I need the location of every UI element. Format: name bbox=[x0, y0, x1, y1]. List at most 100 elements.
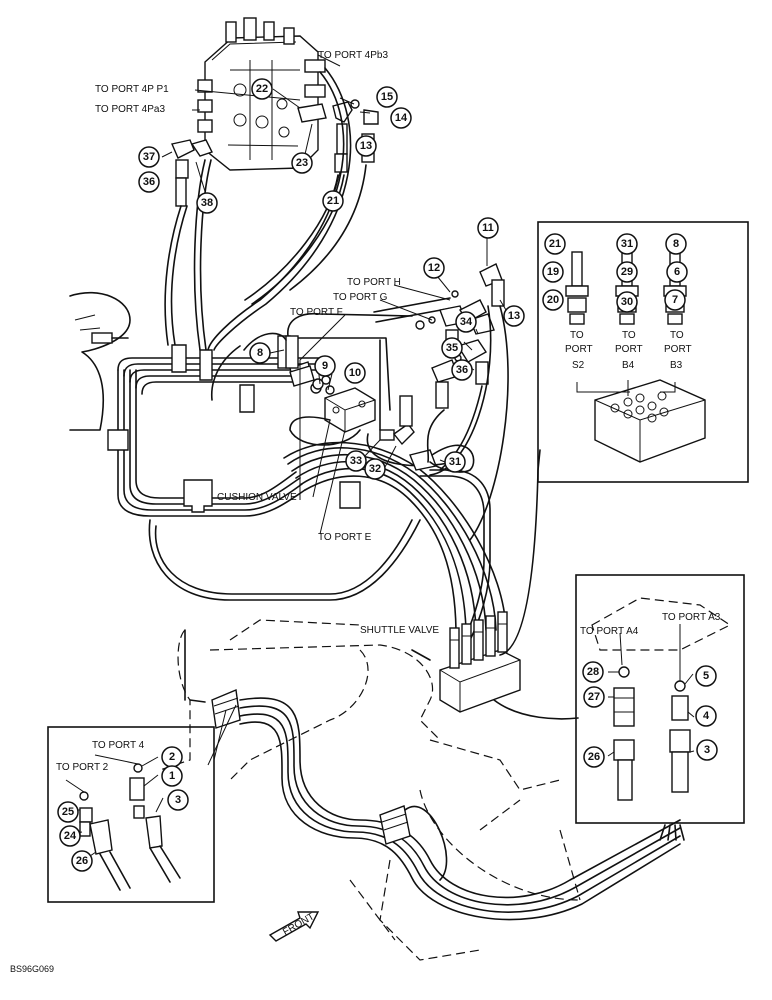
callout-25: 25 bbox=[57, 801, 79, 823]
upper-hoses bbox=[164, 67, 367, 351]
callout-number: 21 bbox=[549, 238, 561, 250]
callout-number: 34 bbox=[460, 316, 473, 328]
callout-10: 10 bbox=[344, 362, 366, 384]
callout-13: 13 bbox=[503, 305, 525, 327]
callout-number: 7 bbox=[672, 294, 678, 306]
callout-circle bbox=[167, 789, 189, 811]
callout-number: 14 bbox=[395, 112, 408, 124]
callout-circle bbox=[544, 233, 566, 255]
callout-circle bbox=[583, 686, 605, 708]
label-to-port-4pb3: TO PORT 4Pb3 bbox=[318, 50, 388, 61]
callout-number: 9 bbox=[322, 360, 328, 372]
callout-28: 28 bbox=[582, 661, 604, 683]
callout-circle bbox=[138, 146, 160, 168]
callout-circle bbox=[249, 342, 271, 364]
callout-circle bbox=[477, 217, 499, 239]
callout-number: 38 bbox=[201, 197, 213, 209]
callout-2: 2 bbox=[161, 746, 183, 768]
callout-35: 35 bbox=[441, 337, 463, 359]
callout-13: 13 bbox=[355, 135, 377, 157]
callout-3: 3 bbox=[696, 739, 718, 761]
callout-number: 13 bbox=[360, 140, 372, 152]
callout-8: 8 bbox=[665, 233, 687, 255]
callout-number: 11 bbox=[482, 222, 494, 234]
callout-circle bbox=[695, 665, 717, 687]
callout-number: 31 bbox=[621, 238, 633, 250]
callout-number: 25 bbox=[62, 806, 74, 818]
callout-1: 1 bbox=[161, 765, 183, 787]
callout-26: 26 bbox=[583, 746, 605, 768]
callout-circle bbox=[345, 450, 367, 472]
inset-to-1: TO bbox=[570, 330, 584, 341]
label-to-port-a3: TO PORT A3 bbox=[662, 612, 721, 623]
engine-outline bbox=[69, 291, 131, 431]
label-to-port-f: TO PORT F bbox=[290, 307, 343, 318]
callout-11: 11 bbox=[477, 217, 499, 239]
callout-number: 21 bbox=[327, 195, 339, 207]
callout-7: 7 bbox=[664, 289, 686, 311]
inset-port-2: PORT bbox=[615, 344, 643, 355]
callout-circle bbox=[161, 765, 183, 787]
callout-circle bbox=[138, 171, 160, 193]
drawing-code: BS96G069 bbox=[10, 964, 54, 974]
label-to-port-4: TO PORT 4 bbox=[92, 740, 145, 751]
callout-31: 31 bbox=[616, 233, 638, 255]
callout-20: 20 bbox=[542, 289, 564, 311]
label-to-port-2: TO PORT 2 bbox=[56, 762, 109, 773]
callout-26: 26 bbox=[71, 850, 93, 872]
callout-number: 20 bbox=[547, 294, 559, 306]
callout-circle bbox=[451, 359, 473, 381]
callout-number: 3 bbox=[175, 794, 181, 806]
callout-number: 36 bbox=[456, 364, 468, 376]
callout-4: 4 bbox=[695, 705, 717, 727]
callout-3: 3 bbox=[167, 789, 189, 811]
callout-number: 35 bbox=[446, 342, 458, 354]
callout-38: 38 bbox=[196, 192, 218, 214]
callout-circle bbox=[616, 261, 638, 283]
callout-circle bbox=[57, 801, 79, 823]
callout-circle bbox=[364, 458, 386, 480]
callout-number: 31 bbox=[449, 456, 461, 468]
clamps bbox=[107, 344, 361, 513]
callout-circle bbox=[423, 257, 445, 279]
text-labels: TO PORT 4Pb3 TO PORT 4P P1 TO PORT 4Pa3 … bbox=[10, 50, 721, 974]
callout-circle bbox=[59, 825, 81, 847]
callout-27: 27 bbox=[583, 686, 605, 708]
callout-number: 29 bbox=[621, 266, 633, 278]
label-to-port-4pp1: TO PORT 4P P1 bbox=[95, 84, 169, 95]
inset-port-b4: B4 bbox=[622, 360, 635, 371]
callout-number: 1 bbox=[169, 770, 175, 782]
callout-21: 21 bbox=[544, 233, 566, 255]
callout-number: 19 bbox=[547, 266, 559, 278]
callout-circle bbox=[441, 337, 463, 359]
callout-30: 30 bbox=[616, 291, 638, 313]
callout-circle bbox=[376, 86, 398, 108]
label-to-port-h: TO PORT H bbox=[347, 277, 401, 288]
inset-a3-a4 bbox=[575, 574, 745, 841]
callout-number: 2 bbox=[169, 751, 175, 763]
callout-circle bbox=[71, 850, 93, 872]
callout-5: 5 bbox=[695, 665, 717, 687]
cushion-valve bbox=[277, 312, 475, 473]
callout-14: 14 bbox=[390, 107, 412, 129]
shuttle-valve bbox=[411, 449, 579, 720]
callout-circle bbox=[291, 152, 313, 174]
callout-number: 12 bbox=[428, 262, 440, 274]
callout-15: 15 bbox=[376, 86, 398, 108]
inset-port-labels: TO PORT S2 TO PORT B4 TO PORT B3 bbox=[565, 330, 692, 371]
callout-circle bbox=[616, 291, 638, 313]
callouts: 2215143736382321131112138910353436333231… bbox=[57, 78, 718, 872]
callout-36: 36 bbox=[138, 171, 160, 193]
label-to-port-e: TO PORT E bbox=[318, 532, 372, 543]
label-cushion-valve: CUSHION VALVE bbox=[217, 492, 297, 503]
label-shuttle-valve: SHUTTLE VALVE bbox=[360, 625, 439, 636]
callout-circle bbox=[665, 233, 687, 255]
callout-circle bbox=[664, 289, 686, 311]
inset-port-s2: S2 bbox=[572, 360, 585, 371]
callout-circle bbox=[695, 705, 717, 727]
callout-34: 34 bbox=[455, 311, 477, 333]
label-to-port-a4: TO PORT A4 bbox=[580, 626, 639, 637]
callout-circle bbox=[444, 451, 466, 473]
callout-6: 6 bbox=[666, 261, 688, 283]
